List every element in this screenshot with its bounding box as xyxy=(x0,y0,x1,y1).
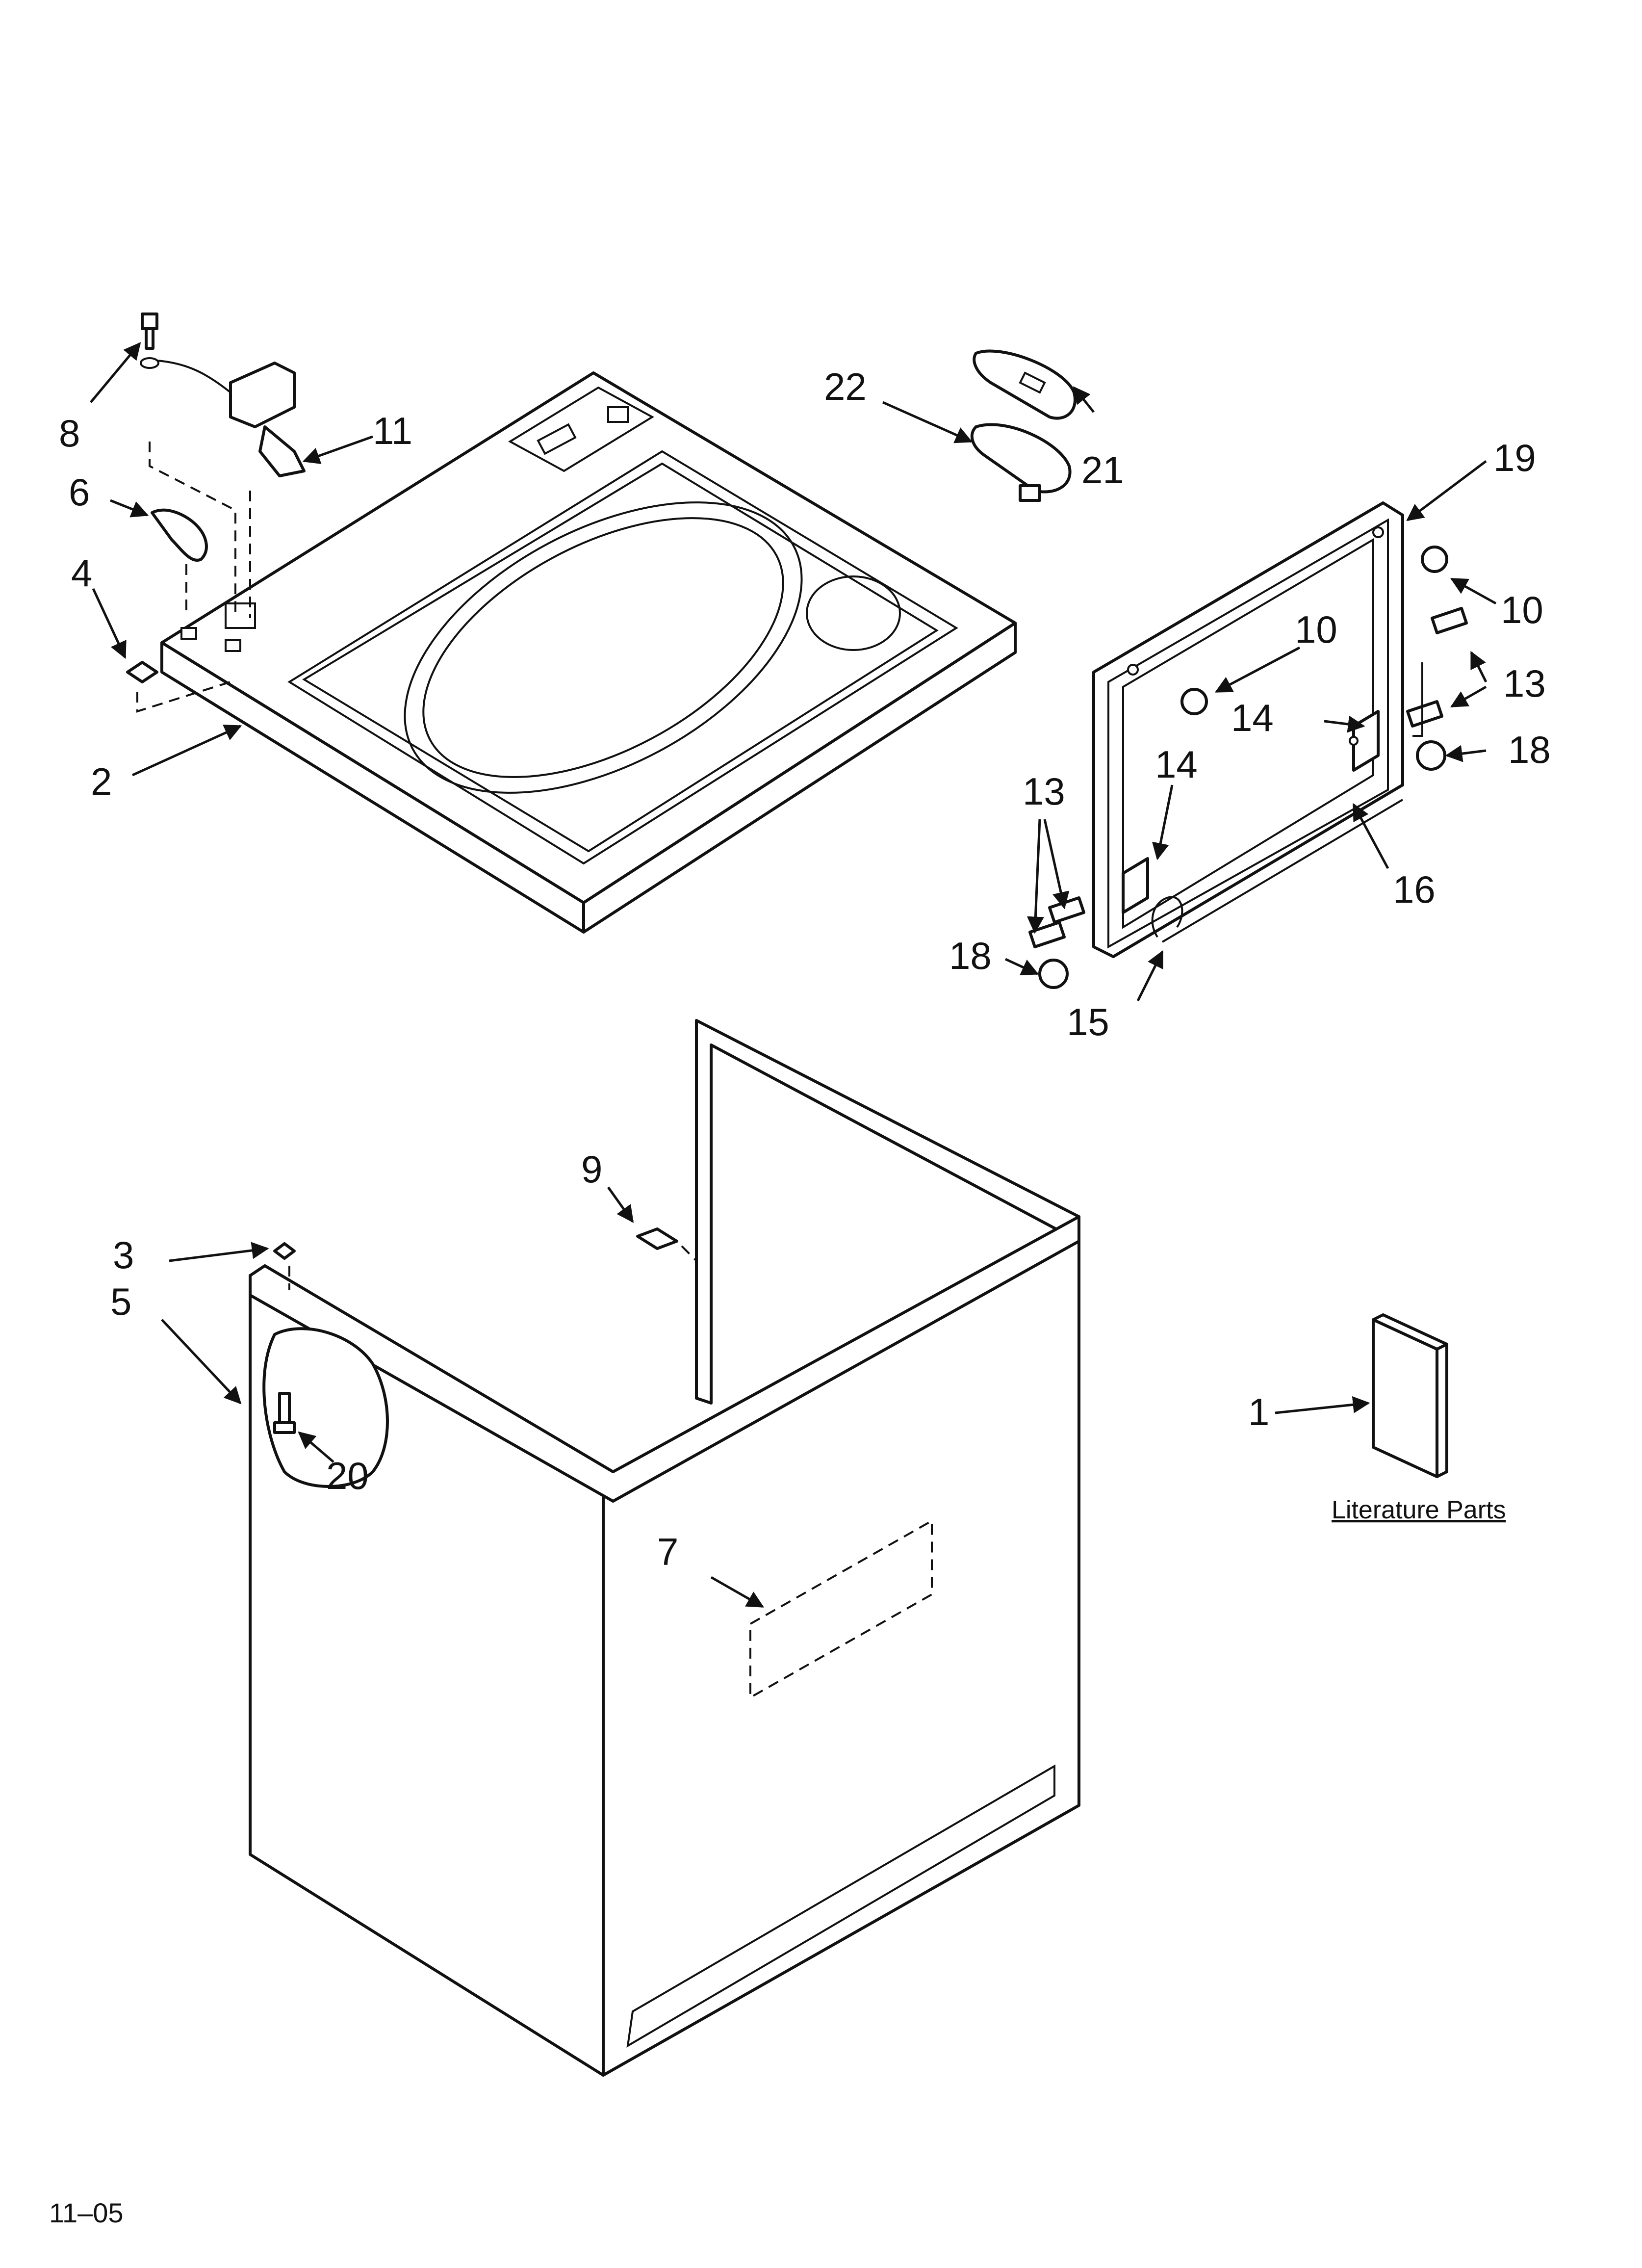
callout-3: 3 xyxy=(113,1233,134,1277)
callout-7: 7 xyxy=(657,1530,678,1573)
callout-11: 11 xyxy=(373,409,412,452)
callout-10-left: 10 xyxy=(1295,608,1337,651)
top-panel xyxy=(160,371,1017,934)
cabinet xyxy=(249,1019,1080,2077)
lid-hardware xyxy=(1028,546,1468,989)
callout-14-right: 14 xyxy=(1231,696,1274,739)
literature-parts-label: Literature Parts xyxy=(1332,1496,1506,1524)
revision-date-code: 11–05 xyxy=(49,2197,124,2228)
literature-parts-book xyxy=(1372,1313,1448,1478)
callout-13-left: 13 xyxy=(1023,770,1065,813)
callout-9: 9 xyxy=(581,1147,602,1191)
callout-20: 20 xyxy=(326,1454,369,1497)
callout-21: 21 xyxy=(1081,448,1124,492)
callout-8: 8 xyxy=(59,412,80,455)
callout-22: 22 xyxy=(824,365,867,408)
callout-15: 15 xyxy=(1067,1000,1109,1043)
callout-labels: 1 2 3 4 5 6 7 8 9 10 10 11 13 13 14 14 1… xyxy=(59,365,1551,1573)
callout-16: 16 xyxy=(1393,868,1436,911)
callout-18-left: 18 xyxy=(949,934,992,977)
dispenser-caps xyxy=(970,349,1077,502)
callout-19: 19 xyxy=(1493,436,1536,479)
callout-5: 5 xyxy=(110,1280,131,1323)
callout-2: 2 xyxy=(91,760,112,803)
leader-lines xyxy=(90,342,1497,1608)
callout-14-left: 14 xyxy=(1155,743,1198,786)
callout-18-right: 18 xyxy=(1508,728,1551,771)
callout-4: 4 xyxy=(71,551,92,595)
callout-13-right: 13 xyxy=(1503,662,1546,705)
lid-switch-assembly xyxy=(126,313,306,713)
callout-6: 6 xyxy=(69,470,90,514)
callout-1: 1 xyxy=(1248,1390,1269,1434)
callout-10-right: 10 xyxy=(1501,588,1543,631)
